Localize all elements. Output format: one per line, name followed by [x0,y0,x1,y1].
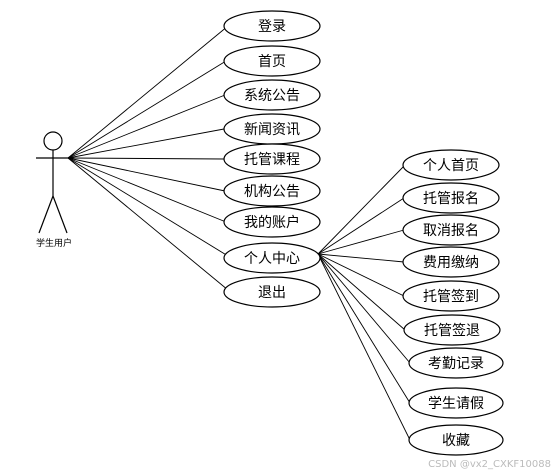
sub-assoc-line-8 [317,253,411,404]
use-case-logout-label: 退出 [258,285,286,301]
sub-assoc-line-9 [317,253,411,441]
personal-center-associations [317,164,411,441]
assoc-line-3 [67,94,226,159]
watermark-text: CSDN @vx2_CXKF10088 [428,459,551,470]
use-case-personal-center-label: 个人中心 [244,251,300,267]
use-case-my-account-label: 我的账户 [244,214,300,231]
use-case-home[interactable]: 首页 [223,45,321,77]
sub-assoc-line-2 [317,197,405,255]
use-case-leave-request-label: 学生请假 [428,396,484,412]
assoc-line-9 [67,157,229,291]
use-case-courses-label: 托管课程 [244,152,300,168]
use-case-favorites-label: 收藏 [442,433,470,449]
use-case-enroll[interactable]: 托管报名 [402,182,500,214]
use-case-favorites[interactable]: 收藏 [408,424,504,456]
use-case-enroll-label: 托管报名 [423,191,479,207]
use-case-attendance[interactable]: 考勤记录 [408,347,504,379]
use-case-my-account[interactable]: 我的账户 [223,206,321,238]
assoc-line-7 [67,157,227,223]
use-case-login[interactable]: 登录 [223,10,321,42]
use-case-leave-request[interactable]: 学生请假 [408,387,504,419]
use-case-system-notice-label: 系统公告 [244,88,300,104]
actor-leg-right [52,195,68,234]
use-case-org-notice-label: 机构公告 [244,184,300,200]
assoc-line-2 [67,60,227,159]
assoc-line-5 [67,157,225,160]
use-case-courses[interactable]: 托管课程 [223,143,321,175]
use-case-check-in-label: 托管签到 [423,288,479,305]
use-case-payment-label: 费用缴纳 [423,255,479,271]
use-case-check-in[interactable]: 托管签到 [402,280,500,312]
use-case-payment[interactable]: 费用缴纳 [402,246,500,278]
use-case-cancel-enroll-label: 取消报名 [423,223,479,239]
use-case-check-out-label: 托管签退 [424,322,480,339]
use-case-personal-center[interactable]: 个人中心 [223,242,321,274]
use-case-org-notice[interactable]: 机构公告 [223,175,321,207]
sub-assoc-line-1 [317,164,406,255]
actor-label: 学生用户 [36,237,72,249]
use-case-personal-home[interactable]: 个人首页 [402,149,500,181]
use-case-home-label: 首页 [258,54,286,70]
use-case-login-label: 登录 [258,19,286,35]
actor-head [43,131,63,151]
sub-assoc-line-3 [317,229,405,255]
actor-figure-icon [36,131,70,234]
assoc-line-1 [67,25,229,159]
use-case-attendance-label: 考勤记录 [428,356,484,372]
use-case-system-notice[interactable]: 系统公告 [223,79,321,111]
actor-leg-left [38,195,54,234]
use-case-logout[interactable]: 退出 [223,276,321,308]
actor-associations [67,25,229,291]
sub-assoc-line-4 [317,253,405,263]
use-case-news[interactable]: 新闻资讯 [223,113,321,145]
sub-assoc-line-7 [317,253,411,364]
use-case-news-label: 新闻资讯 [244,122,300,138]
sub-assoc-line-5 [317,253,405,297]
use-case-cancel-enroll[interactable]: 取消报名 [402,214,500,246]
assoc-line-6 [67,157,226,192]
use-case-check-out[interactable]: 托管签退 [403,314,501,346]
assoc-line-8 [67,157,229,257]
assoc-line-4 [67,128,225,159]
sub-assoc-line-6 [317,253,406,331]
use-case-personal-home-label: 个人首页 [423,158,479,174]
